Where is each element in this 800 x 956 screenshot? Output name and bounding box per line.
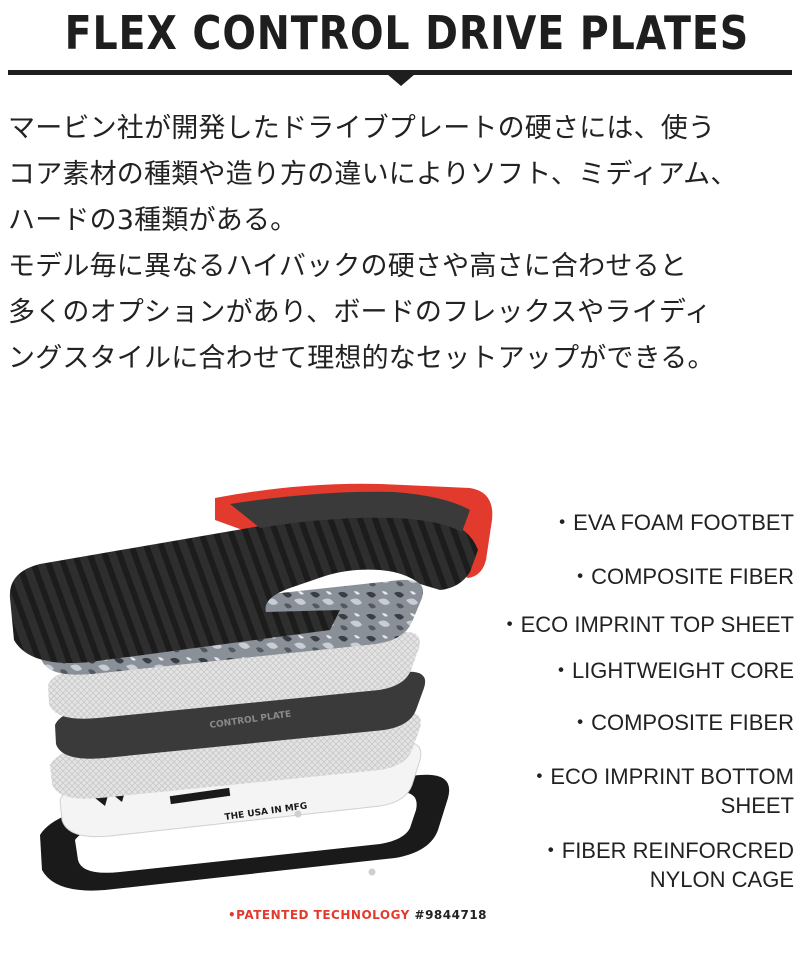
layer-label-composite-fiber-lower: ・COMPOSITE FIBER	[569, 710, 794, 735]
intro-line: モデル毎に異なるハイバックの硬さや高さに合わせると	[8, 251, 687, 282]
intro-line: マービン社が開発したドライブプレートの硬さには、使う	[8, 113, 716, 144]
intro-line: ングスタイルに合わせて理想的なセットアップができる。	[8, 343, 715, 374]
patent-number: #9844718	[414, 908, 488, 922]
screw-icon	[368, 868, 376, 876]
screw-icon	[294, 810, 302, 818]
layer-label-bottom-sheet-line1: ・ECO IMPRINT BOTTOM	[528, 764, 794, 789]
patent-line: •PATENTED TECHNOLOGY #9844718	[228, 908, 487, 922]
layer-label-lightweight-core: ・LIGHTWEIGHT CORE	[549, 658, 794, 683]
intro-line: コア素材の種類や造り方の違いによりソフト、ミディアム、	[8, 159, 738, 190]
intro-text: マービン社が開発したドライブプレートの硬さには、使う コア素材の種類や造り方の違…	[8, 106, 798, 382]
title-underline-notch	[387, 74, 415, 86]
page-title: FLEX CONTROL DRIVE PLATES	[64, 6, 750, 60]
patent-label: •PATENTED TECHNOLOGY	[228, 908, 410, 922]
layer-label-bottom-sheet-line2: SHEET	[720, 793, 794, 818]
layer-label-nylon-cage-line1: ・FIBER REINFORCRED	[539, 838, 794, 863]
drive-plate-layers-illustration: THE USA IN MFG CONTROL PLATE	[9, 483, 493, 891]
layer-label-eva-foam: ・EVA FOAM FOOTBET	[551, 510, 794, 535]
top-sheet-layer	[48, 631, 420, 719]
intro-line: ハードの3種類がある。	[8, 205, 298, 236]
intro-line: 多くのオプションがあり、ボードのフレックスやライディ	[8, 297, 712, 328]
layer-label-nylon-cage-line2: NYLON CAGE	[649, 867, 794, 892]
eva-foam-footbed-layer	[9, 483, 493, 664]
layer-label-composite-fiber-upper: ・COMPOSITE FIBER	[569, 564, 794, 589]
title-underline	[8, 70, 792, 75]
layer-label-top-sheet: ・ECO IMPRINT TOP SHEET	[498, 612, 794, 637]
